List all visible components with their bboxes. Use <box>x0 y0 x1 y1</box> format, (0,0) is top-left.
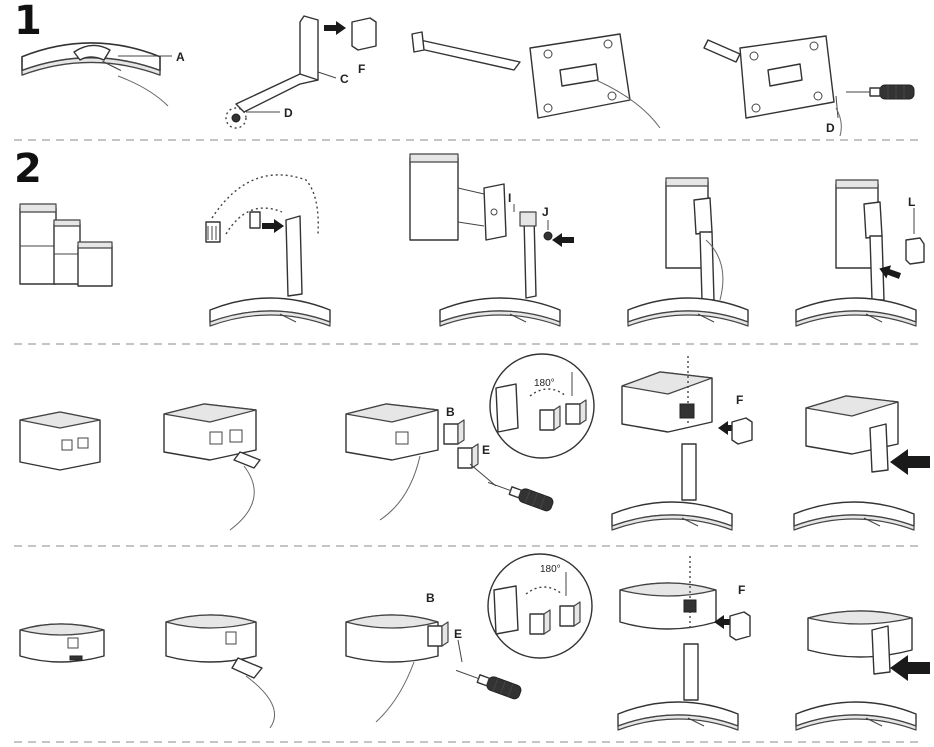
row4-final-panel <box>795 610 930 731</box>
row4-bracket-panel: B E <box>345 591 524 723</box>
label-c: C <box>340 72 349 86</box>
step2-cap-l-panel: L <box>795 179 925 327</box>
row3-bracket-panel: B E <box>345 403 556 521</box>
label-f-3: F <box>738 583 745 597</box>
step2-cap-remove-panel <box>205 174 331 327</box>
step1-stand-panel: D C F <box>225 15 377 129</box>
rotation-label-1: 180° <box>534 378 555 389</box>
label-b: B <box>446 405 455 419</box>
label-d: D <box>284 106 293 120</box>
label-a: A <box>176 50 185 64</box>
row3-cable-panel <box>163 403 261 531</box>
row3-final-panel <box>793 395 930 531</box>
label-e-2: E <box>454 627 462 641</box>
step1-base-panel: A <box>21 42 185 107</box>
row4-mount-panel: F <box>617 556 751 731</box>
row3-rotate-detail: 180° <box>489 353 595 459</box>
label-d-2: D <box>826 121 835 135</box>
label-l: L <box>908 195 915 209</box>
step-1-number: 1 <box>14 0 42 44</box>
row4-cable-panel <box>165 614 275 729</box>
label-f-2: F <box>736 393 743 407</box>
label-e: E <box>482 443 490 457</box>
label-b-2: B <box>426 591 435 605</box>
step2-mounted-panel <box>627 177 749 327</box>
label-f: F <box>358 62 365 76</box>
step1-plate-panel <box>411 31 661 129</box>
label-j: J <box>542 205 549 219</box>
step-2-number: 2 <box>14 146 42 192</box>
rotation-label-2: 180° <box>540 564 561 575</box>
row3-mount-panel: F <box>611 356 753 531</box>
row4-rotate-detail: 180° <box>487 553 593 659</box>
step1-screw-panel: D <box>703 35 915 137</box>
row3-speaker-panel <box>19 411 101 471</box>
step2-bracket-panel: I J <box>409 153 574 327</box>
row4-speaker-panel <box>19 623 105 663</box>
label-i: I <box>508 191 511 205</box>
step2-speakers-panel <box>19 203 113 287</box>
